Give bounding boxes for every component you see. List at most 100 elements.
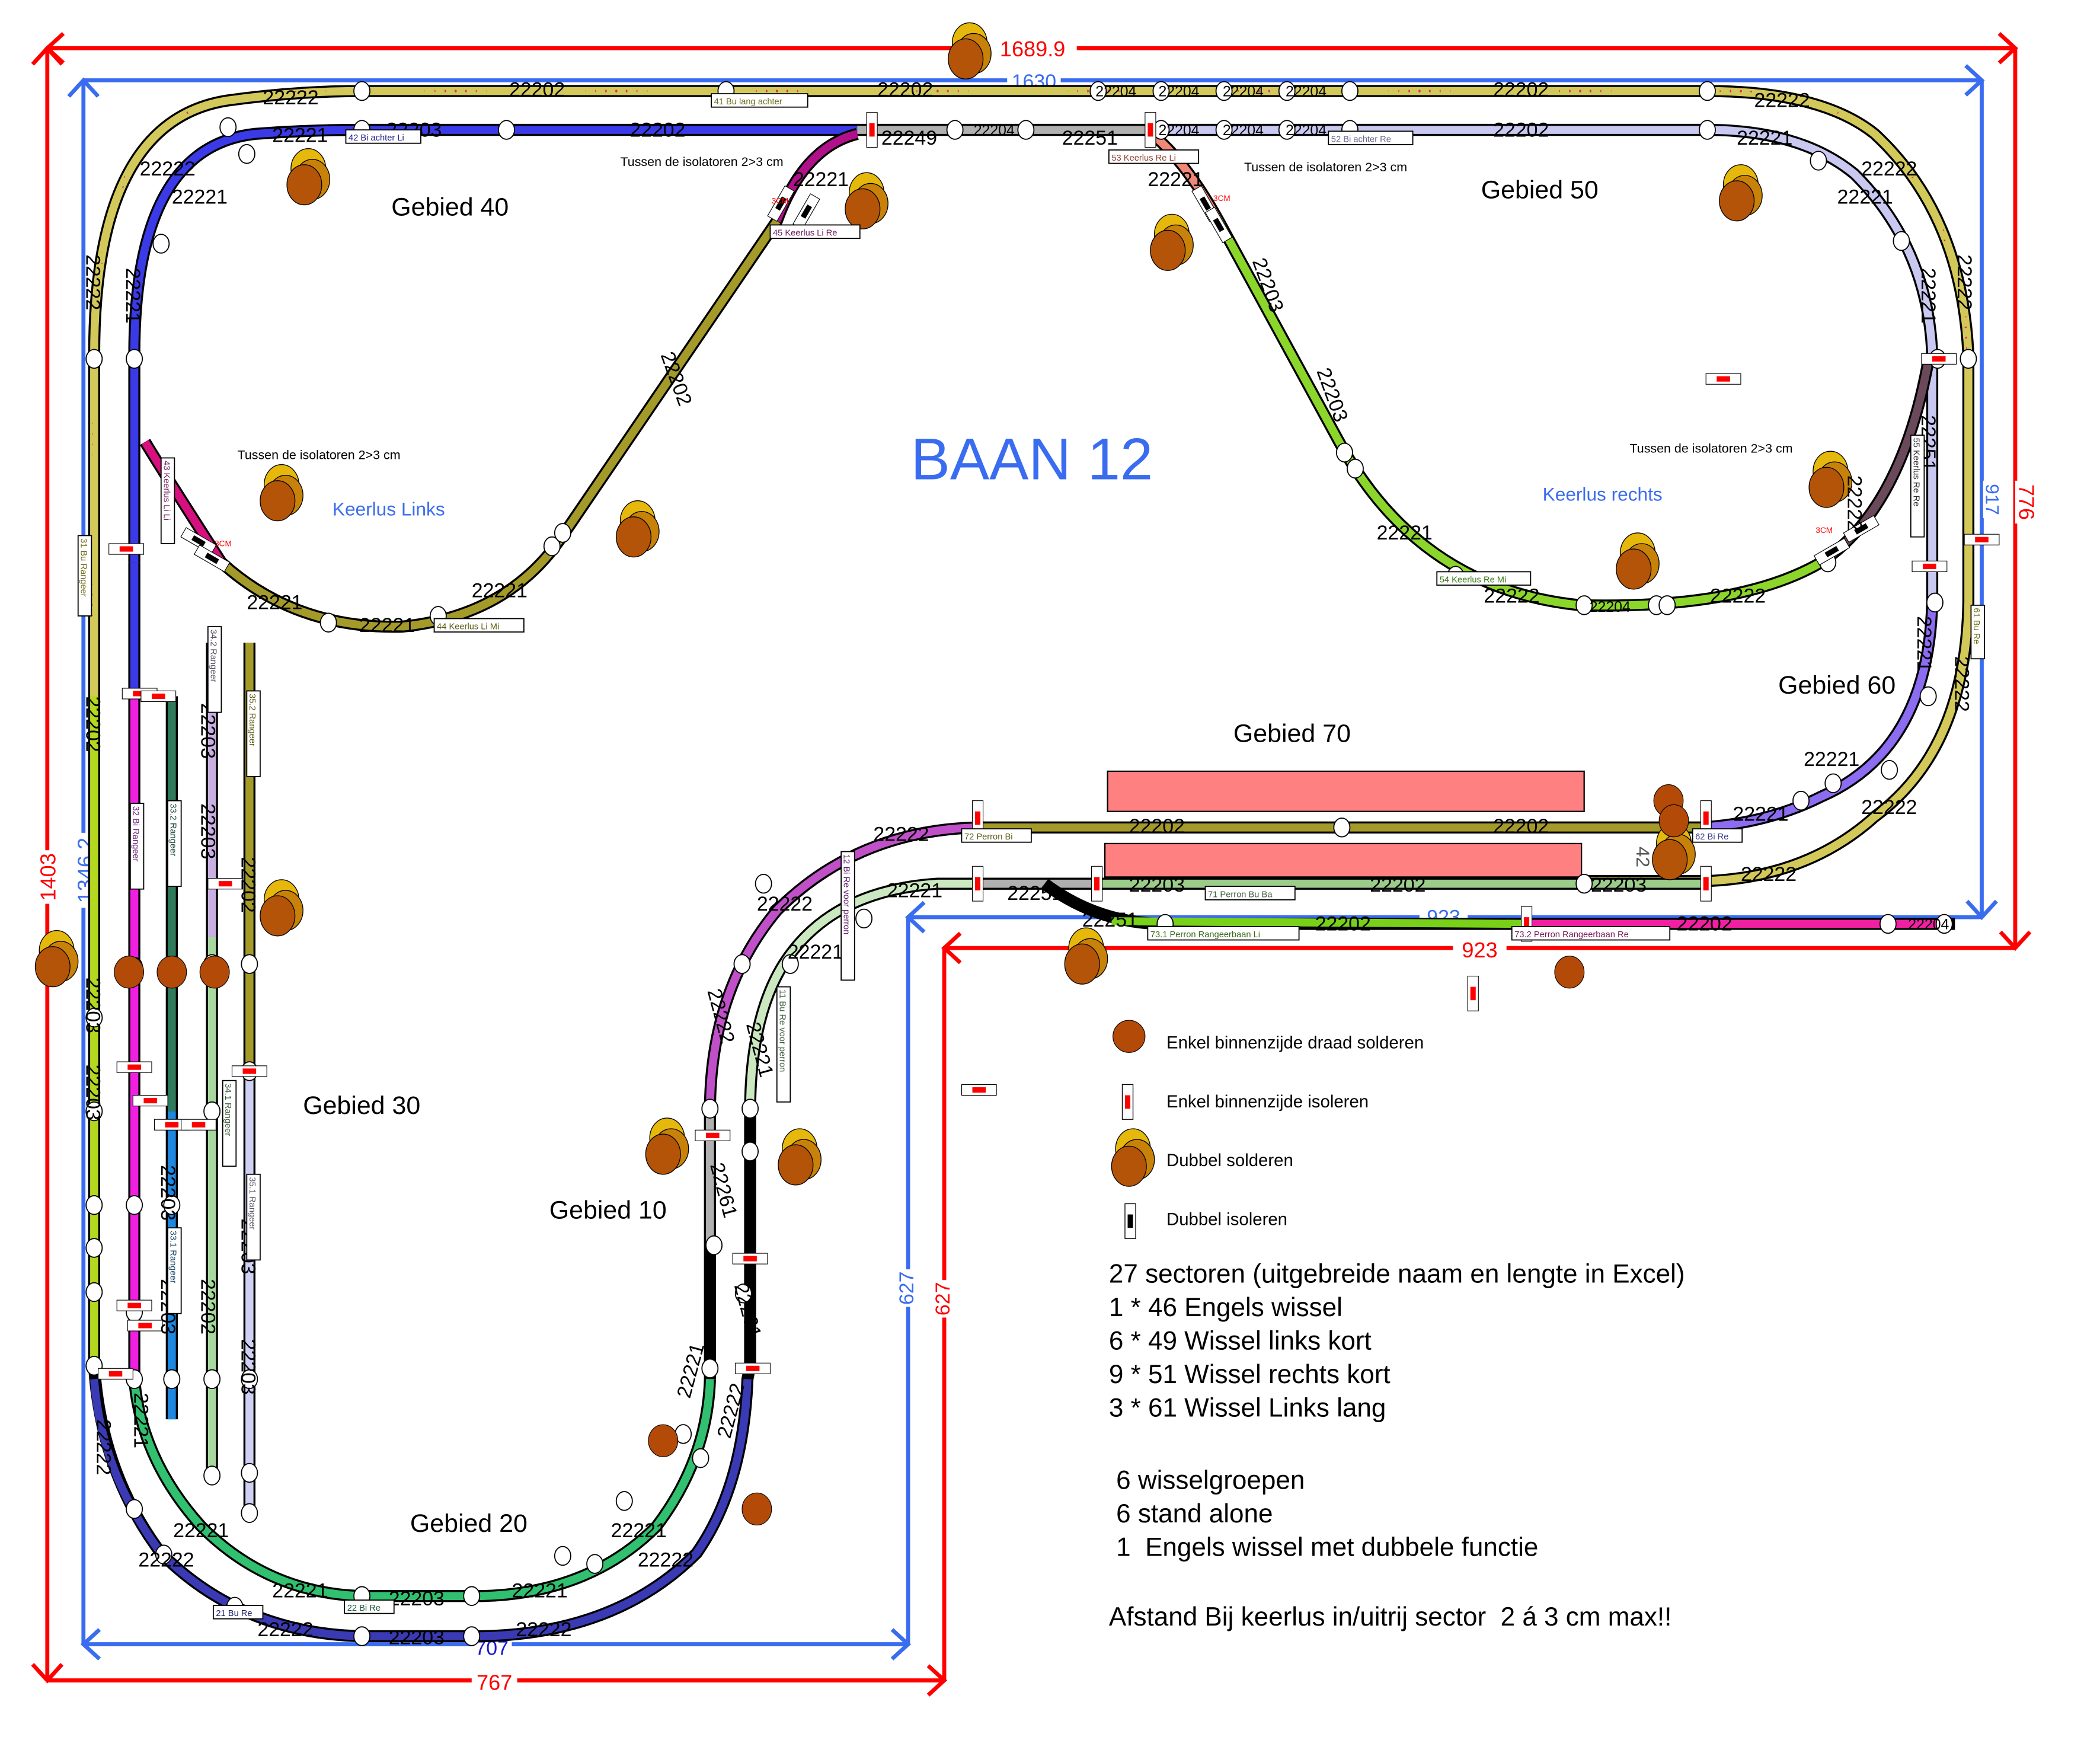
summary-line: 6 * 49 Wissel links kort	[1109, 1327, 1372, 1356]
track-inner-top-right	[1152, 126, 1936, 603]
joint-icon	[152, 234, 170, 254]
piece-label: 22204	[1095, 84, 1136, 100]
joint-icon	[781, 954, 799, 974]
keerlus-rechts-label: Keerlus rechts	[1543, 484, 1663, 505]
sector-53-label[interactable]: 53 Keerlus Re Li	[1111, 154, 1175, 163]
sector-22-label[interactable]: 22 Bi Re	[347, 1604, 381, 1613]
joint-icon	[1792, 790, 1810, 811]
double-isolate-icon	[1124, 1203, 1136, 1239]
piece-label: 22222	[81, 254, 104, 310]
joint-icon	[1347, 458, 1364, 479]
sector-42-label[interactable]: 42 Bi achter Li	[349, 133, 404, 143]
dim-leg-outer: 627	[932, 1282, 954, 1315]
joint-icon	[498, 120, 515, 140]
double-solder-icon	[845, 172, 888, 229]
legend-label: Enkel binnenzijde draad solderen	[1166, 1033, 1424, 1052]
sector-73-2-label[interactable]: 73.2 Perron Rangeerbaan Re	[1514, 930, 1629, 940]
joint-icon	[1699, 120, 1716, 140]
dim-left-outer: 1403	[36, 853, 60, 901]
sector-41-label[interactable]: 41 Bu lang achter	[714, 97, 782, 107]
sector-55-label[interactable]: 55 Keerlus Re Re	[1911, 438, 1920, 507]
area-70-label: Gebied 70	[1233, 719, 1351, 748]
sector-21-label[interactable]: 21 Bu Re	[216, 1609, 252, 1618]
double-isolate-icon	[767, 185, 795, 222]
sector-11-label[interactable]: 11 Bu Re voor perron	[777, 989, 787, 1072]
piece-label: 22202	[629, 119, 685, 141]
summary-line: 1 * 46 Engels wissel	[1109, 1293, 1343, 1322]
piece-label: 22222	[1754, 90, 1810, 112]
double-isolate-icon	[1843, 515, 1880, 543]
track-keerlus-right	[1215, 219, 1823, 610]
sector-12-label[interactable]: 12 Bi Re voor perron	[842, 854, 851, 934]
double-solder-icon	[260, 879, 303, 937]
joint-icon	[1341, 81, 1359, 101]
area-40-label: Gebied 40	[391, 193, 509, 222]
piece-label: 22221	[122, 268, 144, 324]
piece-label: 22221	[512, 1580, 568, 1602]
joint-icon	[1960, 349, 1977, 369]
piece-label: 22221	[1733, 803, 1788, 826]
joint-icon	[319, 612, 337, 633]
sector-54-label[interactable]: 54 Keerlus Re Mi	[1440, 575, 1507, 585]
single-isolate-icon	[695, 1129, 731, 1141]
legend-item: Dubbel solderen	[1111, 1128, 1293, 1187]
joint-icon	[733, 954, 751, 974]
double-isolate-icon	[1204, 206, 1233, 244]
summary-line: 6 wisselgroepen	[1109, 1466, 1305, 1495]
single-solder-icon	[1554, 956, 1585, 989]
isolator-note: Tussen de isolatoren 2>3 cm	[1629, 441, 1792, 455]
summary-line: 9 * 51 Wissel rechts kort	[1109, 1360, 1391, 1389]
single-isolate-icon	[1091, 866, 1103, 902]
sector-33-1-label[interactable]: 33.1 Rangeer	[168, 1231, 178, 1283]
sector-34-1-label[interactable]: 34.1 Rangeer	[223, 1083, 232, 1136]
sector-45-label[interactable]: 45 Keerlus Li Re	[773, 229, 837, 238]
dim-top-outer: 1689.9	[1000, 37, 1066, 61]
sector-52-label[interactable]: 52 Bi achter Re	[1331, 135, 1391, 144]
piece-label: 22202	[877, 79, 933, 101]
joint-icon	[1575, 595, 1593, 615]
piece-label: 22203	[197, 803, 219, 859]
sector-32-label[interactable]: 32 Bi Rangeer	[130, 806, 140, 862]
sector-72-label[interactable]: 72 Perron Bi	[964, 832, 1013, 842]
area-20-label: Gebied 20	[410, 1509, 528, 1538]
sector-62-label[interactable]: 62 Bi Re	[1695, 832, 1728, 842]
sector-35-2-label[interactable]: 35.2 Rangeer	[247, 694, 257, 746]
piece-label: 22204	[1223, 84, 1264, 100]
piece-label: 22204	[1908, 917, 1949, 933]
platform-upper	[1107, 770, 1585, 812]
track-731	[1111, 917, 1527, 928]
single-solder-icon	[1113, 1020, 1146, 1053]
piece-label: 22222	[873, 823, 929, 845]
sector-43-label[interactable]: 43 Keerlus Li Li	[161, 461, 171, 521]
single-isolate-icon	[108, 543, 144, 555]
sector-31-label[interactable]: 31 Bu Rangeer	[78, 538, 88, 597]
piece-label: 22221	[1737, 127, 1792, 149]
piece-label: 22222	[1843, 475, 1866, 531]
isolator-note: Tussen de isolatoren 2>3 cm	[238, 448, 401, 462]
single-solder-icon	[648, 1424, 679, 1457]
joint-icon	[126, 1195, 143, 1215]
sector-71-label[interactable]: 71 Perron Bu Ba	[1208, 890, 1273, 899]
joint-icon	[85, 1101, 103, 1122]
sector-44-label[interactable]: 44 Keerlus Li Mi	[437, 622, 499, 632]
joint-icon	[85, 1007, 103, 1028]
sector-73-1-label[interactable]: 73.1 Perron Rangeerbaan Li	[1150, 930, 1260, 940]
sector-33-2-label[interactable]: 33.2 Rangeer	[168, 803, 178, 856]
single-isolate-icon	[866, 112, 878, 148]
piece-label: 22221	[788, 941, 843, 963]
single-isolate-icon	[961, 1084, 997, 1096]
sector-34-2-label[interactable]: 34.2 Rangeer	[208, 630, 218, 682]
gap-3cm-note: 3CM	[1213, 194, 1230, 203]
track-keerlus-right-outline	[1148, 129, 1935, 612]
piece-label: 22222	[1950, 656, 1973, 712]
piece-label: 22221	[1917, 268, 1939, 324]
piece-label: 22261	[730, 1281, 766, 1340]
joint-icon	[85, 349, 103, 369]
piece-label: 22221	[1804, 748, 1859, 771]
area-10-label: Gebied 10	[549, 1196, 667, 1224]
sector-61-label[interactable]: 61 Bu Re	[1971, 608, 1981, 644]
piece-label: 22222	[1710, 585, 1766, 607]
sector-35-1-label[interactable]: 35.1 Rangeer	[247, 1177, 257, 1230]
piece-label: 22222	[263, 87, 318, 109]
